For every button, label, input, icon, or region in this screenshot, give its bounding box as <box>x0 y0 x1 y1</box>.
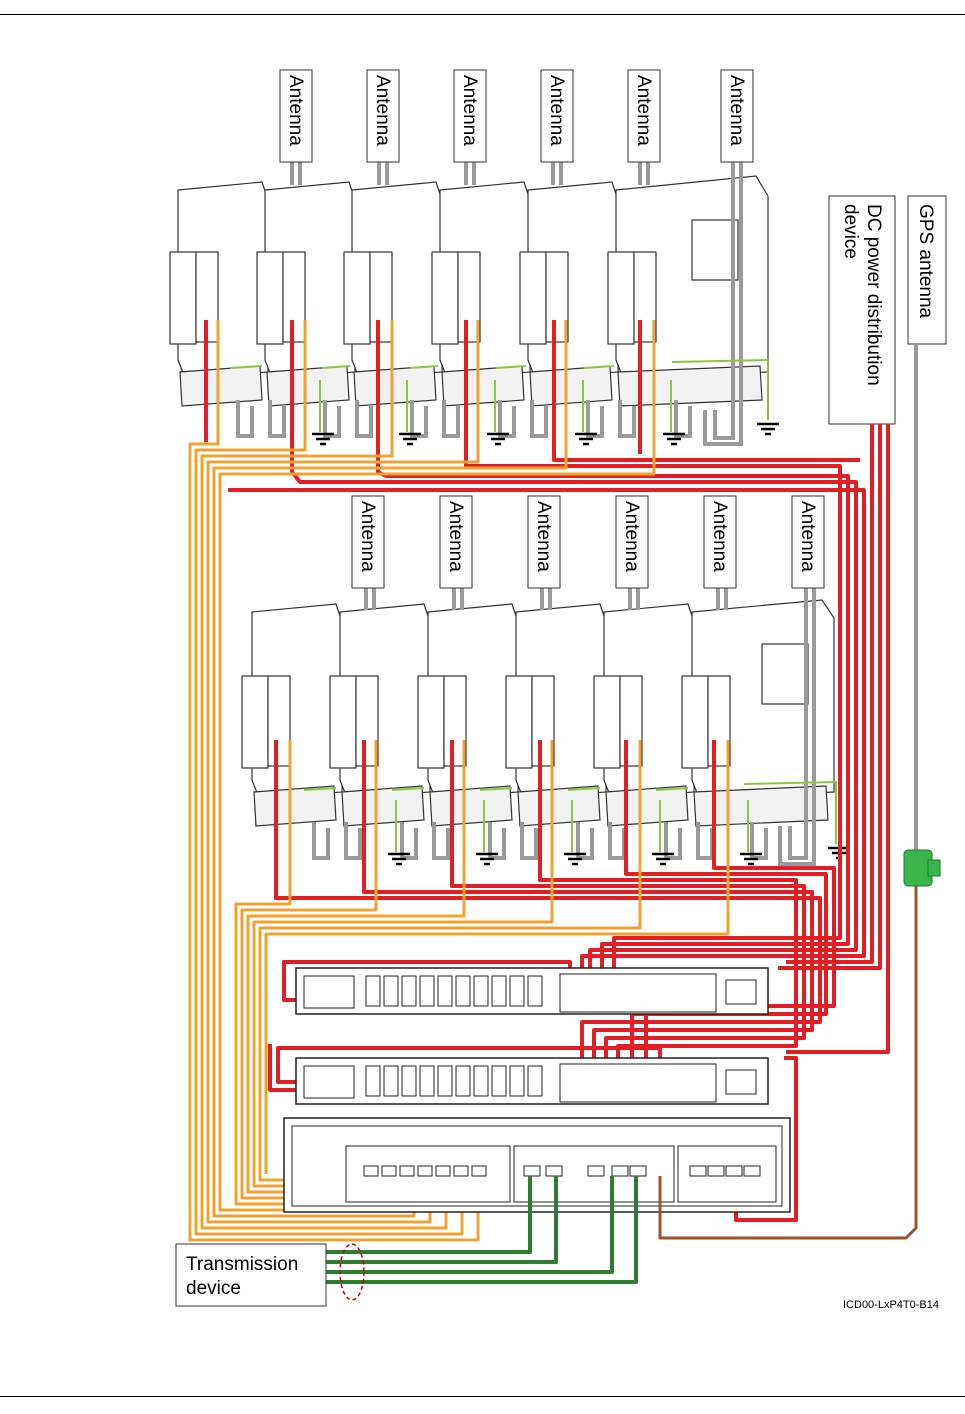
gps-antenna-box: GPS antenna <box>908 196 946 344</box>
svg-text:Antenna: Antenna <box>726 75 747 146</box>
transmission-device-box: Transmission device <box>176 1244 326 1306</box>
rru-unit <box>608 176 768 406</box>
svg-text:Antenna: Antenna <box>459 75 480 146</box>
rru-unit <box>520 182 618 406</box>
svg-text:device: device <box>186 1278 241 1299</box>
svg-text:Transmission: Transmission <box>186 1254 298 1275</box>
rru-unit <box>330 604 430 826</box>
antenna-box: Antenna <box>616 496 648 588</box>
rru-unit <box>682 600 834 826</box>
antenna-labels-bottom: Antenna Antenna Antenna Antenna Antenna … <box>352 496 824 588</box>
antenna-box: Antenna <box>721 70 753 162</box>
svg-text:device: device <box>840 204 861 259</box>
svg-text:Antenna: Antenna <box>633 75 654 146</box>
antenna-box: Antenna <box>454 70 486 162</box>
svg-text:Antenna: Antenna <box>621 501 642 572</box>
svg-text:Antenna: Antenna <box>533 501 554 572</box>
gps-lightning-arrester <box>904 850 940 886</box>
antenna-box: Antenna <box>628 70 660 162</box>
svg-text:DC power distribution: DC power distribution <box>863 204 884 386</box>
svg-text:Antenna: Antenna <box>372 75 393 146</box>
antenna-box: Antenna <box>792 496 824 588</box>
svg-text:GPS antenna: GPS antenna <box>915 204 936 319</box>
svg-text:Antenna: Antenna <box>285 75 306 146</box>
power-distribution-unit-bottom <box>296 1058 768 1104</box>
rru-unit <box>506 604 606 826</box>
antenna-box: Antenna <box>367 70 399 162</box>
antenna-labels-top: Antenna Antenna Antenna Antenna Antenna … <box>280 70 753 162</box>
antenna-box: Antenna <box>352 496 384 588</box>
bbu-subrack <box>284 1118 790 1212</box>
rru-unit <box>418 604 518 826</box>
power-distribution-unit-top <box>296 968 768 1014</box>
rru-unit <box>432 182 530 406</box>
svg-text:Antenna: Antenna <box>797 501 818 572</box>
rru-unit <box>594 604 694 826</box>
rru-row-top <box>170 176 768 406</box>
svg-text:Antenna: Antenna <box>357 501 378 572</box>
svg-text:Antenna: Antenna <box>445 501 466 572</box>
rru-unit <box>242 604 342 826</box>
antenna-box: Antenna <box>280 70 312 162</box>
dc-power-distribution-box: DC power distribution device <box>829 196 895 424</box>
antenna-box: Antenna <box>440 496 472 588</box>
svg-text:Antenna: Antenna <box>709 501 730 572</box>
antenna-box: Antenna <box>541 70 573 162</box>
antenna-box: Antenna <box>528 496 560 588</box>
antenna-box: Antenna <box>704 496 736 588</box>
svg-text:Antenna: Antenna <box>546 75 567 146</box>
figure-id: ICD00-LxP4T0-B14 <box>843 1299 939 1311</box>
